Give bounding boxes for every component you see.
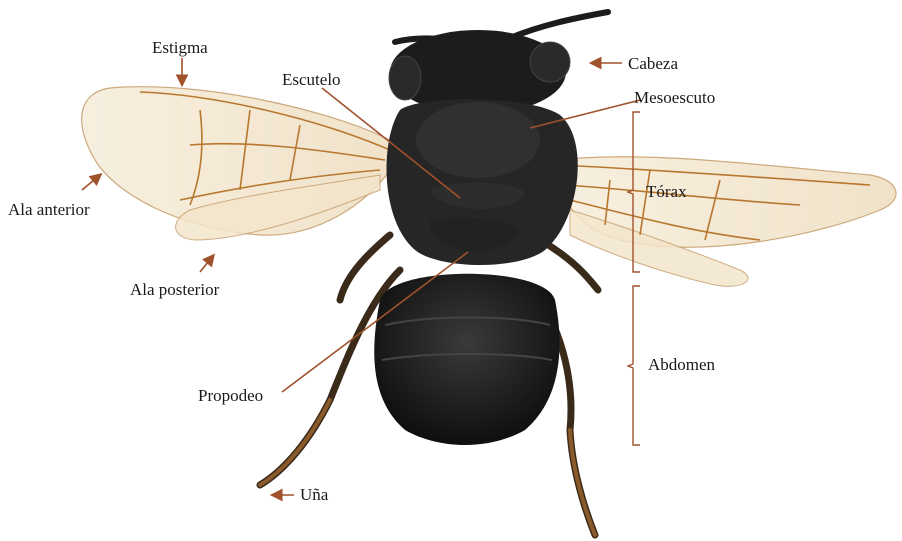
mesoscutum (416, 102, 540, 178)
left-compound-eye (389, 56, 421, 100)
label-ala-posterior: Ala posterior (130, 280, 219, 300)
label-mesoescuto: Mesoescuto (634, 88, 715, 108)
label-una: Uña (300, 485, 328, 505)
label-propodeo: Propodeo (198, 386, 263, 406)
label-estigma: Estigma (152, 38, 208, 58)
label-torax: Tórax (646, 182, 687, 202)
abdomen (374, 274, 559, 445)
arrow-ala-anterior (82, 175, 100, 190)
label-abdomen: Abdomen (648, 355, 715, 375)
right-compound-eye (530, 42, 570, 82)
label-ala-anterior: Ala anterior (8, 200, 90, 220)
label-escutelo: Escutelo (282, 70, 341, 90)
bracket-abdomen (628, 286, 640, 445)
arrow-ala-posterior (200, 256, 213, 272)
label-cabeza: Cabeza (628, 54, 678, 74)
